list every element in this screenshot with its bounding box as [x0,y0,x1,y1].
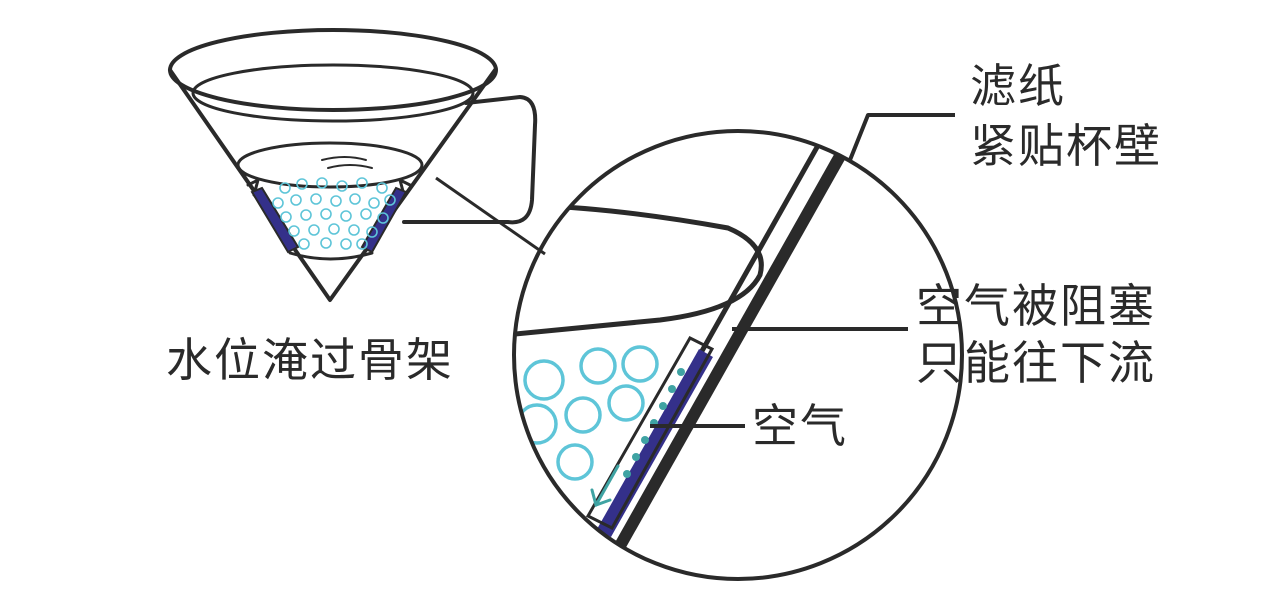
water-ripple [321,156,367,161]
water-ripple [327,164,373,169]
label-water-over-ribs: 水位淹过骨架 [166,333,454,387]
label-air: 空气 [752,399,848,453]
dripper-cone [168,68,497,302]
leader-filter-paper [848,113,955,161]
filter-paper-bottom [288,251,374,261]
label-air-blocked: 空气被阻塞 [916,279,1156,333]
air-dots [623,368,685,478]
magnified-water-surface [514,202,764,338]
dripper-inner-rim [191,63,475,123]
dripper-handle [402,95,538,225]
label-filter-paper-against-wall: 紧贴杯壁 [970,119,1162,173]
dripper-outer-rim [168,28,498,112]
label-filter-paper: 滤纸 [970,59,1066,113]
magnifier-pointer-line [435,176,546,256]
rib-right [360,186,408,254]
dripper [168,28,538,302]
magnified-rib [597,349,713,537]
magnifier-circle [512,129,964,581]
air-channel [585,336,715,530]
magnified-view [512,129,964,581]
rib-left [250,186,300,254]
dripper-bubbles [272,177,396,250]
air-flow-arrow [590,464,620,507]
cup-wall [606,131,872,563]
leader-lines [650,113,955,428]
dripper-ribs [250,186,408,254]
water-surface [236,141,424,189]
label-flow-downward: 只能往下流 [916,336,1156,390]
